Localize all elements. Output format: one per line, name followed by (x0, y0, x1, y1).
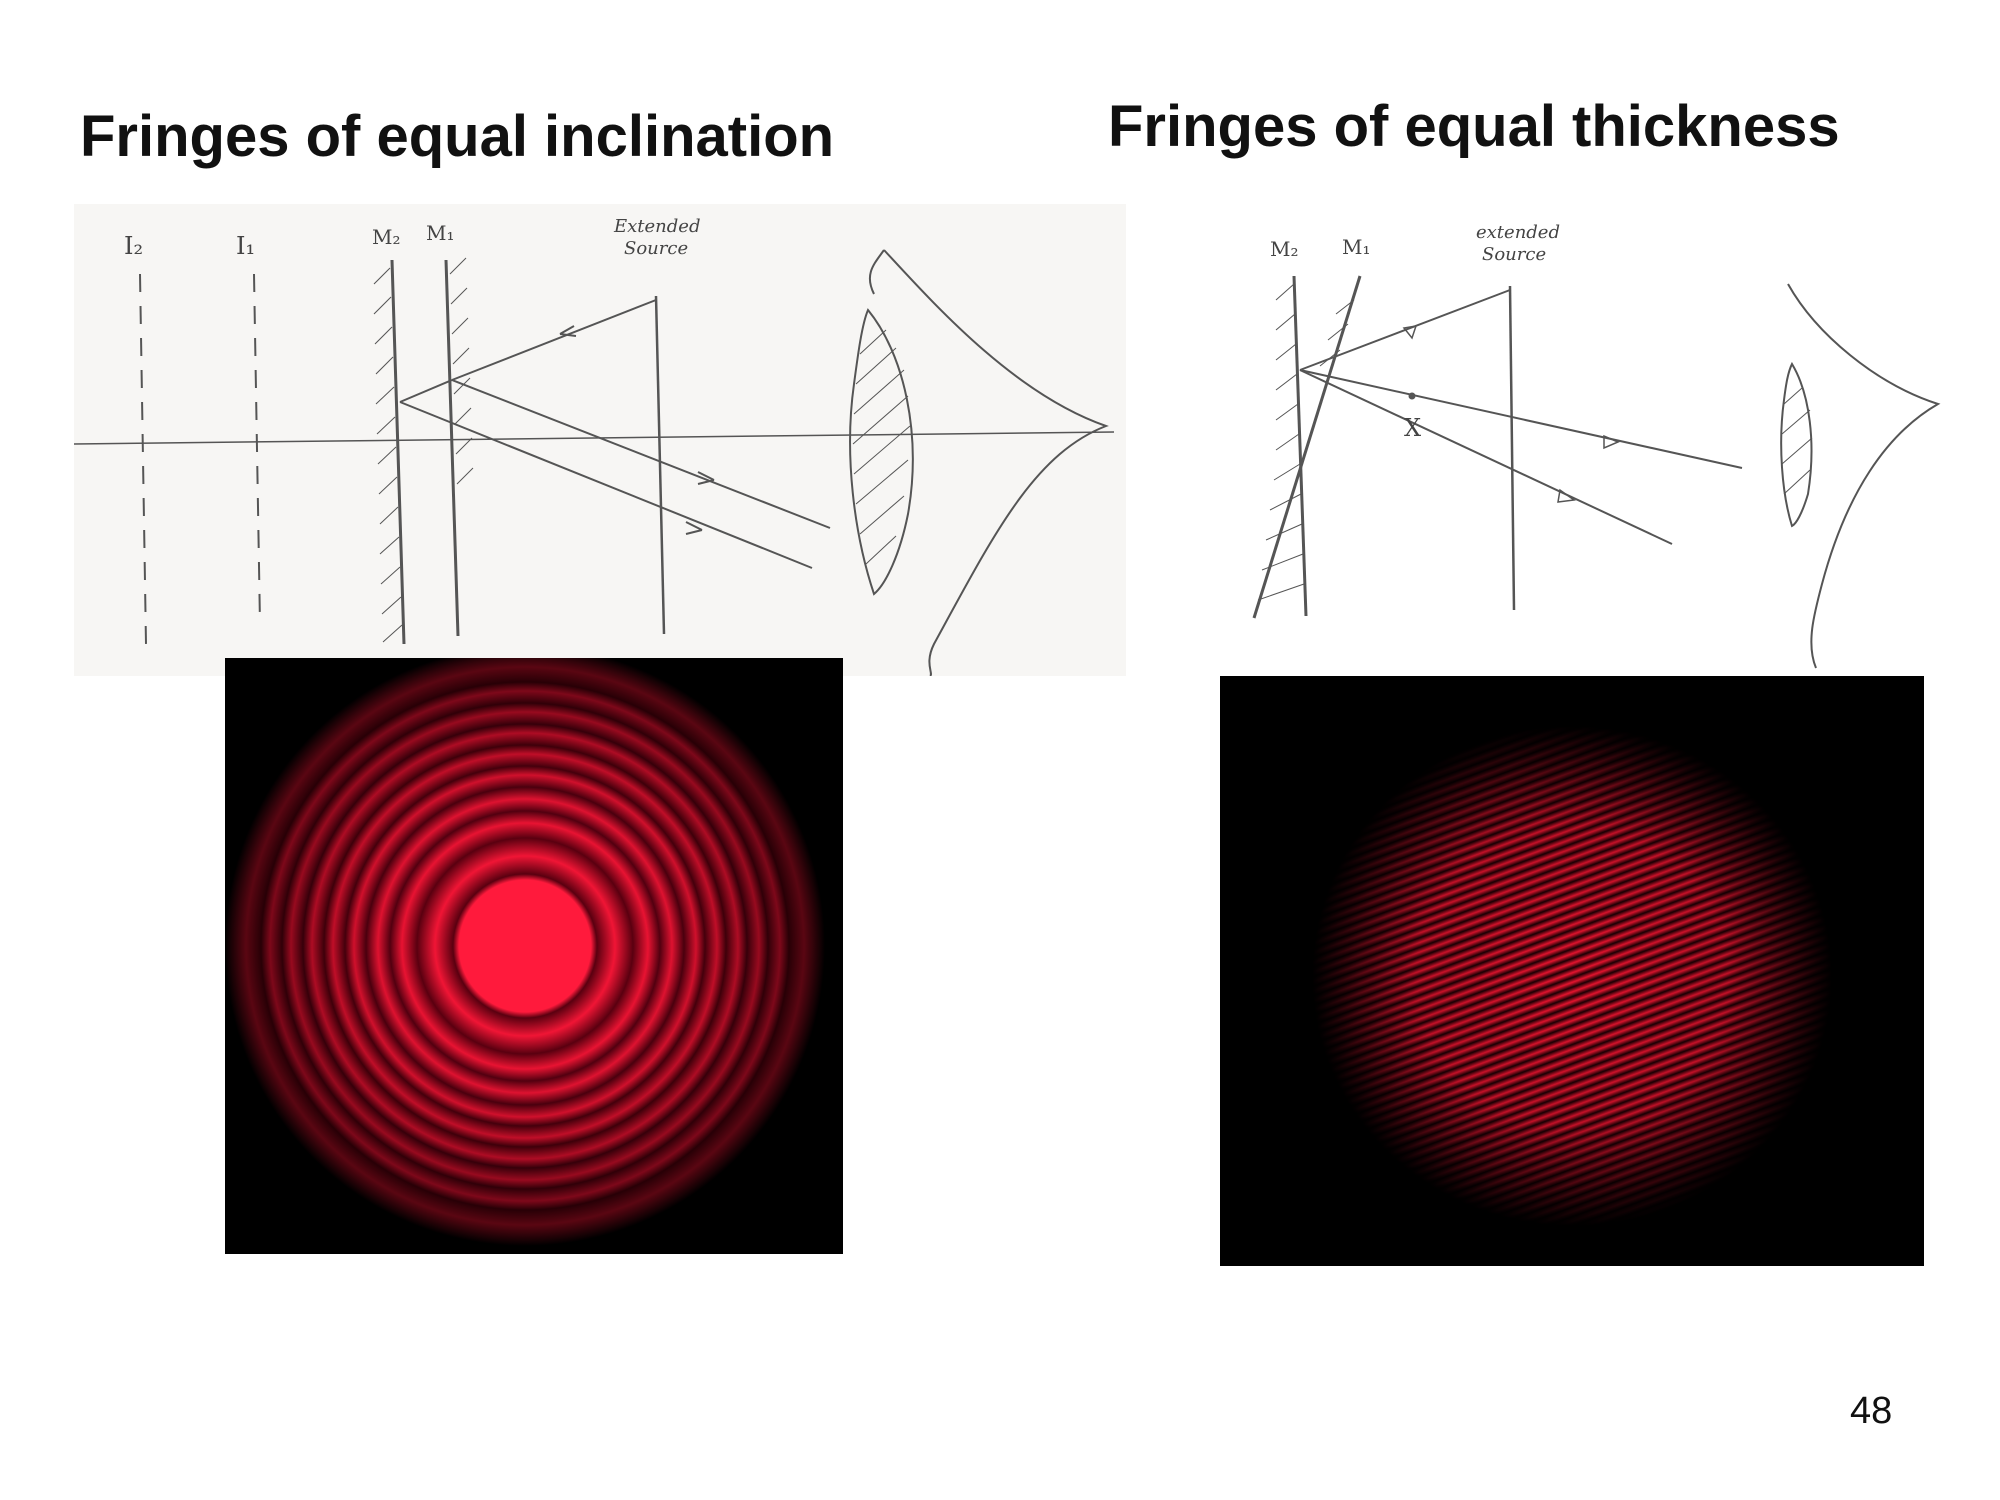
mirror-2-hatch (373, 267, 403, 643)
mirror-1-line (1252, 275, 1362, 619)
label-source-2: Source (1482, 244, 1546, 265)
label-source-2: Source (624, 238, 688, 259)
ray-arrow-2 (1603, 434, 1620, 450)
page-number: 48 (1850, 1390, 1893, 1432)
mirror-2-hatch (1257, 283, 1305, 601)
label-mirror-1: M₁ (426, 221, 455, 245)
mirror-1-line (444, 259, 460, 637)
eye-outline-lower (868, 249, 885, 295)
label-source-1: Extended (613, 216, 700, 237)
right-title: Fringes of equal thickness (1108, 94, 1840, 159)
ray-arrow-3 (685, 521, 703, 535)
straight-fringes-photo (1220, 676, 1924, 1266)
image-plane-2 (139, 273, 147, 645)
image-plane-1 (253, 273, 261, 625)
mirror-1-hatch (449, 257, 474, 485)
incident-ray (451, 299, 657, 381)
ray-between-mirrors (399, 379, 453, 403)
ray-arrow-2 (697, 471, 715, 485)
label-mirror-1: M₁ (1342, 235, 1371, 259)
reflected-ray-1 (1299, 369, 1743, 469)
reflected-ray-2 (399, 401, 813, 569)
equal-inclination-sketch: I₂ I₁ M₂ M₁ Extended Source (74, 204, 1126, 676)
extended-source-line (1508, 285, 1516, 611)
eye-lens-hatch (852, 329, 911, 565)
eye-lens-hatch (1781, 387, 1813, 495)
straight-fringe-pattern (1220, 676, 1924, 1266)
label-image-1: I₁ (236, 232, 255, 260)
ray-arrow-1 (1402, 325, 1418, 340)
mirror-2-line (1292, 275, 1308, 617)
eye-lens (849, 308, 914, 596)
label-point-x: X (1404, 414, 1421, 442)
label-image-2: I₂ (124, 232, 143, 260)
left-title: Fringes of equal inclination (80, 104, 835, 169)
mirror-2-line (390, 259, 406, 645)
label-mirror-2: M₂ (1270, 237, 1299, 261)
label-source-1: extended (1476, 222, 1560, 243)
circular-fringe-pattern (225, 658, 825, 1246)
ray-arrow-3 (1557, 488, 1576, 503)
eye-outline (1787, 283, 1941, 669)
extended-source-line (654, 295, 666, 635)
ray-arrow-1 (559, 325, 577, 337)
label-mirror-2: M₂ (372, 225, 401, 249)
optical-axis (74, 431, 1115, 445)
eye-outline (883, 249, 1109, 676)
point-x-marker (1408, 392, 1416, 400)
eye-lens (1780, 361, 1813, 528)
circular-fringes-photo (225, 658, 843, 1254)
reflected-ray-1 (451, 379, 831, 529)
reflected-ray-2 (1299, 369, 1673, 545)
equal-thickness-sketch: M₂ M₁ extended Source X (1236, 204, 1966, 674)
